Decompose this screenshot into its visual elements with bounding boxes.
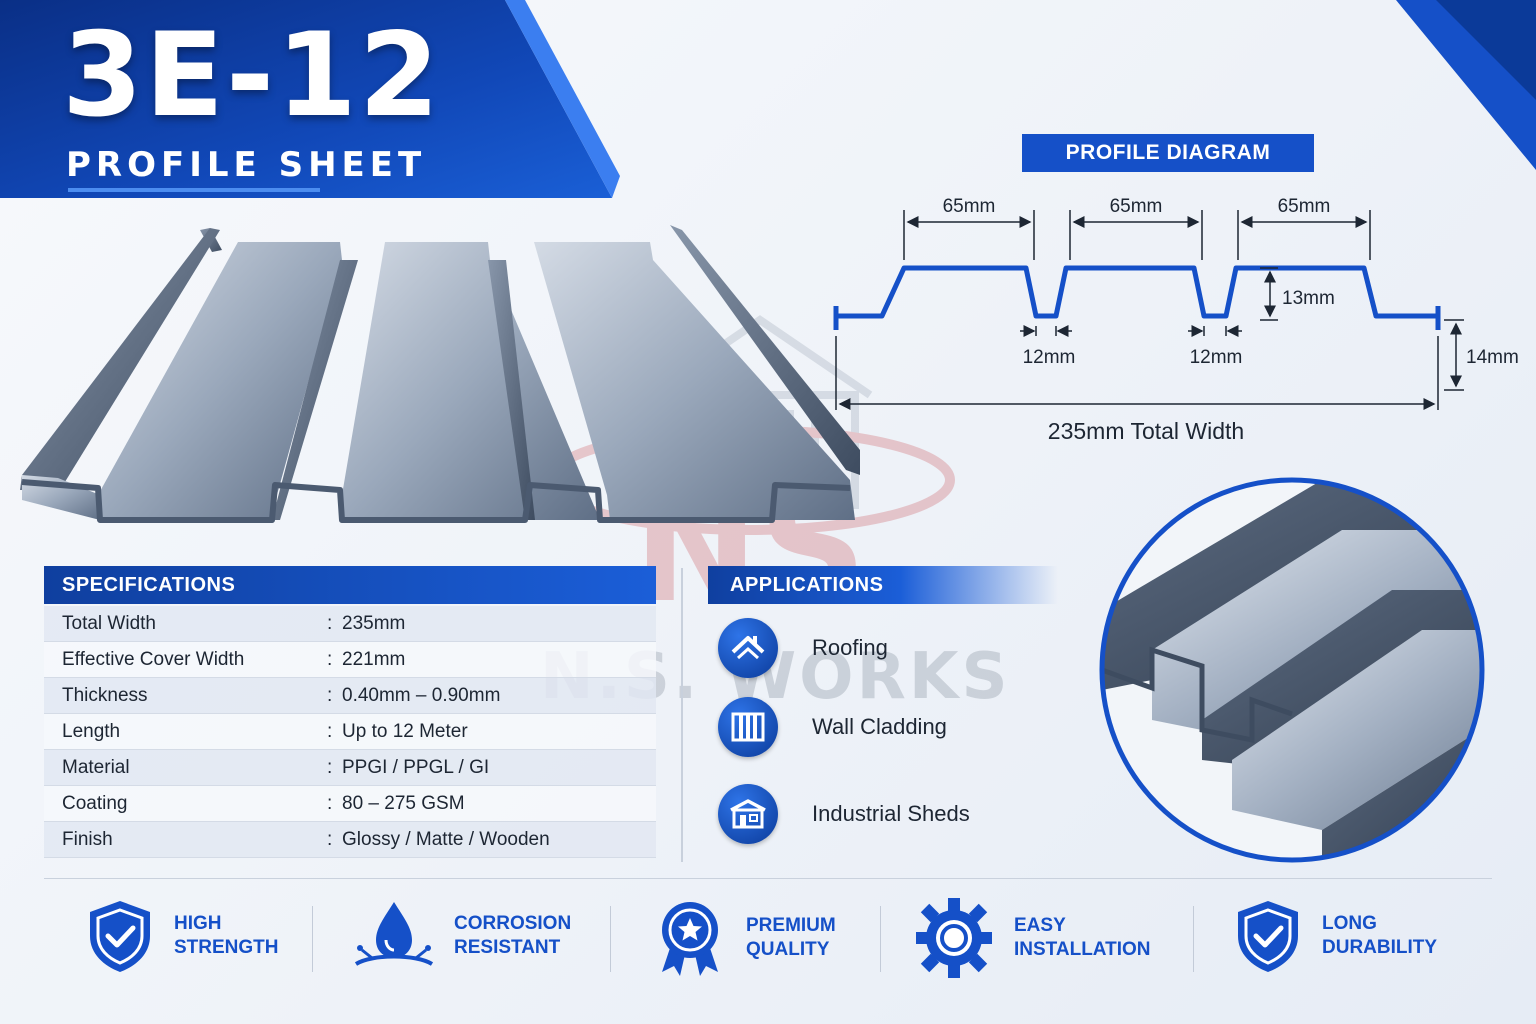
section-divider: [681, 568, 683, 862]
feature-label-line: DURABILITY: [1322, 937, 1438, 958]
feature-separator: [880, 906, 881, 972]
feature-item: LONG DURABILITY: [1232, 898, 1452, 974]
wall-cladding-icon: [718, 697, 778, 757]
total-width-label: 235mm Total Width: [1048, 418, 1244, 444]
rib-spacing-label: 65mm: [1110, 196, 1163, 217]
feature-label-line: STRENGTH: [174, 937, 279, 958]
spec-row: Finish : Glossy / Matte / Wooden: [44, 822, 656, 858]
spec-label: Material: [62, 756, 130, 778]
spec-separator: :: [327, 648, 333, 670]
profile-sheet-illustration: [20, 225, 860, 523]
spec-separator: :: [327, 720, 333, 742]
spec-label: Total Width: [62, 612, 156, 634]
feature-label-line: INSTALLATION: [1014, 939, 1151, 960]
spec-value: 221mm: [342, 648, 406, 670]
spec-value: 235mm: [342, 612, 406, 634]
spec-row: Effective Cover Width : 221mm: [44, 642, 656, 678]
gear-icon: [916, 898, 992, 978]
detail-closeup: [1099, 477, 1485, 863]
rib-spacing-label: 65mm: [1278, 196, 1331, 217]
feature-label-line: LONG: [1322, 913, 1377, 934]
feature-label: LONG DURABILITY: [1322, 912, 1452, 960]
feature-label: HIGH STRENGTH: [174, 912, 304, 960]
spec-separator: :: [327, 828, 333, 850]
spec-separator: :: [327, 684, 333, 706]
rib-height-label: 13mm: [1282, 288, 1335, 309]
spec-value: Up to 12 Meter: [342, 720, 468, 742]
spec-label: Finish: [62, 828, 113, 850]
application-label: Roofing: [812, 635, 888, 660]
rib-spacing-label: 65mm: [943, 196, 996, 217]
feature-item: PREMIUM QUALITY: [652, 898, 876, 978]
title-underline: [68, 188, 320, 192]
specifications-heading: SPECIFICATIONS: [44, 566, 656, 604]
spec-row: Thickness : 0.40mm – 0.90mm: [44, 678, 656, 714]
spec-label: Thickness: [62, 684, 148, 706]
profile-outline: [836, 265, 1438, 319]
page-title: 3E-12: [62, 8, 442, 143]
spec-row: Material : PPGI / PPGL / GI: [44, 750, 656, 786]
rib-bottom-label: 12mm: [1023, 347, 1076, 368]
feature-label: PREMIUM QUALITY: [746, 914, 876, 962]
shield-check-icon: [90, 901, 150, 972]
header-banner: [0, 0, 620, 198]
spec-value: 0.40mm – 0.90mm: [342, 684, 501, 706]
industrial-shed-icon: [718, 784, 778, 844]
feature-separator: [312, 906, 313, 972]
spec-row: Length : Up to 12 Meter: [44, 714, 656, 750]
feature-separator: [1193, 906, 1194, 972]
edge-height-label: 14mm: [1466, 347, 1519, 368]
feature-separator: [610, 906, 611, 972]
spec-value: PPGI / PPGL / GI: [342, 756, 490, 778]
feature-label-line: PREMIUM: [746, 915, 836, 936]
spec-value: Glossy / Matte / Wooden: [342, 828, 550, 850]
water-drop-icon: [354, 902, 434, 966]
feature-label-line: EASY: [1014, 915, 1066, 936]
corner-decoration: [1396, 0, 1536, 170]
star-badge-icon: [662, 902, 718, 976]
page-subtitle: PROFILE SHEET: [66, 145, 427, 185]
application-item: Wall Cladding: [718, 697, 947, 757]
spec-value: 80 – 275 GSM: [342, 792, 465, 814]
spec-label: Coating: [62, 792, 128, 814]
spec-row: Total Width : 235mm: [44, 606, 656, 642]
feature-label: CORROSION RESISTANT: [454, 912, 584, 960]
spec-separator: :: [327, 792, 333, 814]
feature-label-line: CORROSION: [454, 913, 572, 934]
feature-label: EASY INSTALLATION: [1014, 914, 1151, 962]
application-label: Industrial Sheds: [812, 801, 970, 826]
specifications-table: Total Width : 235mm Effective Cover Widt…: [44, 606, 656, 858]
spec-label: Effective Cover Width: [62, 648, 245, 670]
roof-icon: [718, 618, 778, 678]
application-label: Wall Cladding: [812, 714, 947, 739]
shield-check-icon: [1238, 901, 1298, 972]
spec-label: Length: [62, 720, 121, 742]
spec-separator: :: [327, 612, 333, 634]
feature-label-line: QUALITY: [746, 939, 830, 960]
feature-item: CORROSION RESISTANT: [352, 898, 584, 974]
spec-separator: :: [327, 756, 333, 778]
feature-label-line: RESISTANT: [454, 937, 561, 958]
application-item: Roofing: [718, 618, 888, 678]
feature-item: HIGH STRENGTH: [84, 898, 304, 974]
features-divider: [44, 878, 1492, 879]
rib-bottom-label: 12mm: [1190, 347, 1243, 368]
diagram-heading: PROFILE DIAGRAM: [1022, 134, 1314, 172]
applications-heading: APPLICATIONS: [708, 566, 1058, 604]
spec-row: Coating : 80 – 275 GSM: [44, 786, 656, 822]
feature-label-line: HIGH: [174, 913, 222, 934]
feature-item: EASY INSTALLATION: [912, 898, 1151, 978]
profile-diagram: 65mm 65mm 65mm 13mm 12mm 12mm 14mm 235mm…: [833, 196, 1519, 444]
application-item: Industrial Sheds: [718, 784, 970, 844]
